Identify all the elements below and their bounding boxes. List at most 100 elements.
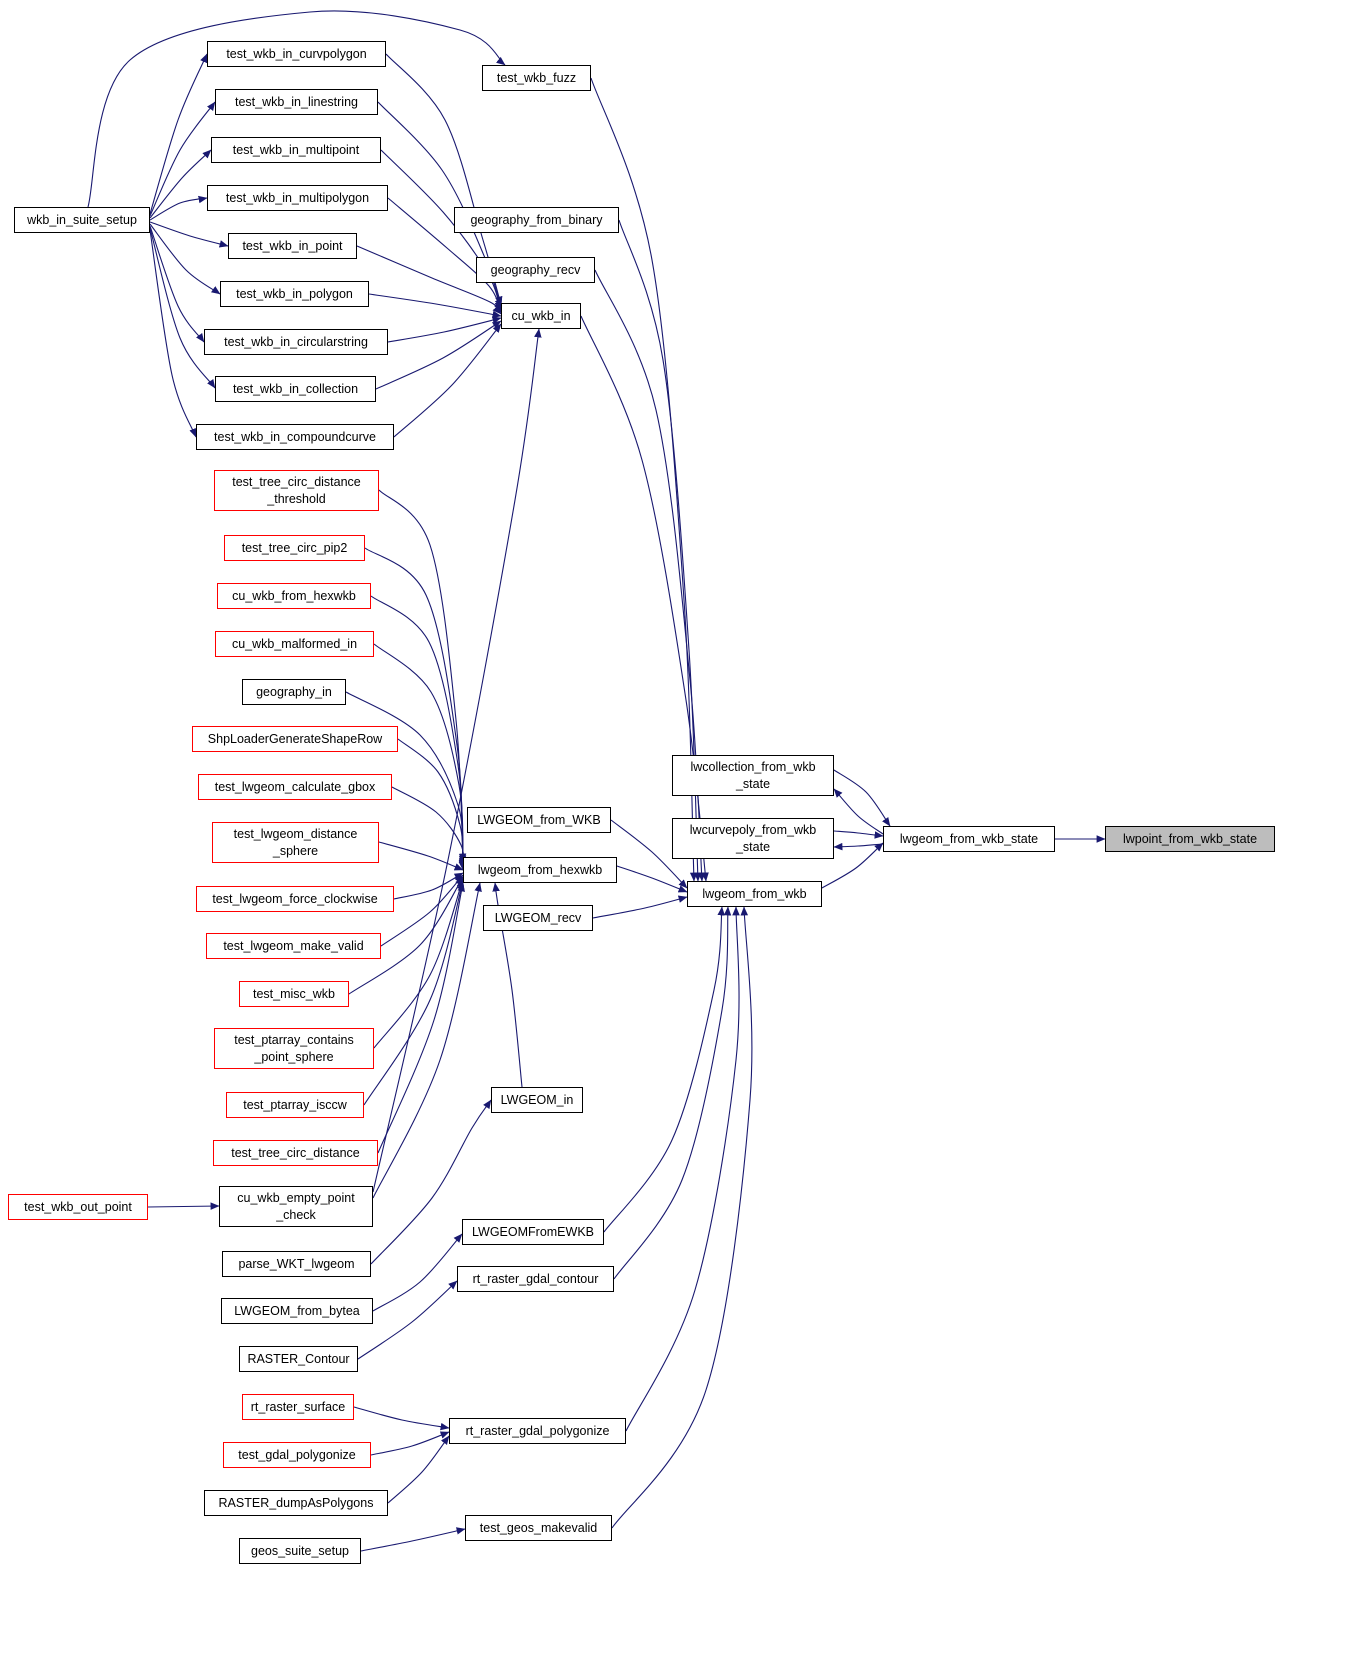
- node-lwgeom_from_wkb[interactable]: lwgeom_from_wkb: [687, 881, 822, 907]
- node-test_lwgeom_make_valid[interactable]: test_lwgeom_make_valid: [206, 933, 381, 959]
- node-label: LWGEOM_in: [500, 1092, 574, 1107]
- node-test_wkb_in_point[interactable]: test_wkb_in_point: [228, 233, 357, 259]
- edge-wkb_in_suite_setup-to-test_wkb_fuzz: [87, 10, 506, 208]
- node-test_geos_makevalid[interactable]: test_geos_makevalid: [465, 1515, 612, 1541]
- node-test_wkb_in_multipoint[interactable]: test_wkb_in_multipoint: [211, 137, 381, 163]
- edge-test_wkb_in_point-to-cu_wkb_in: [356, 245, 502, 315]
- edge-test_wkb_in_linestring-to-cu_wkb_in: [377, 101, 503, 309]
- node-test_tree_circ_distance_threshold[interactable]: test_tree_circ_distance _threshold: [214, 470, 379, 511]
- node-test_lwgeom_calculate_gbox[interactable]: test_lwgeom_calculate_gbox: [198, 774, 392, 800]
- node-label: test_misc_wkb: [253, 986, 335, 1001]
- node-label: test_wkb_in_circularstring: [224, 334, 368, 349]
- node-test_wkb_in_multipolygon[interactable]: test_wkb_in_multipolygon: [207, 185, 388, 211]
- edge-test_gdal_polygonize-to-rt_raster_gdal_polygonize: [370, 1431, 450, 1456]
- edge-wkb_in_suite_setup-to-test_wkb_in_curvpolygon: [149, 53, 208, 215]
- node-label: RASTER_Contour: [247, 1351, 350, 1366]
- node-test_misc_wkb[interactable]: test_misc_wkb: [239, 981, 349, 1007]
- edge-geos_suite_setup-to-test_geos_makevalid: [360, 1527, 466, 1552]
- node-test_gdal_polygonize[interactable]: test_gdal_polygonize: [223, 1442, 371, 1468]
- node-geography_in[interactable]: geography_in: [242, 679, 346, 705]
- node-label: test_wkb_in_linestring: [235, 94, 358, 109]
- edge-RASTER_Contour-to-rt_raster_gdal_contour: [357, 1280, 458, 1360]
- edge-LWGEOM_from_WKB-to-lwgeom_from_wkb: [610, 819, 688, 889]
- node-test_lwgeom_distance_sphere[interactable]: test_lwgeom_distance _sphere: [212, 822, 379, 863]
- node-test_ptarray_isccw[interactable]: test_ptarray_isccw: [226, 1092, 364, 1118]
- node-test_wkb_in_compoundcurve[interactable]: test_wkb_in_compoundcurve: [196, 424, 394, 450]
- node-label: test_wkb_out_point: [24, 1199, 132, 1214]
- node-ShpLoaderGenerateShapeRow[interactable]: ShpLoaderGenerateShapeRow: [192, 726, 398, 752]
- node-RASTER_dumpAsPolygons[interactable]: RASTER_dumpAsPolygons: [204, 1490, 388, 1516]
- node-geos_suite_setup[interactable]: geos_suite_setup: [239, 1538, 361, 1564]
- node-test_wkb_in_collection[interactable]: test_wkb_in_collection: [215, 376, 376, 402]
- node-label: geography_recv: [490, 262, 581, 277]
- node-lwgeom_from_hexwkb[interactable]: lwgeom_from_hexwkb: [463, 857, 617, 883]
- edge-lwgeom_from_wkb_state-to-lwcurvepoly_from_wkb_state: [833, 842, 884, 851]
- edge-parse_WKT_lwgeom-to-LWGEOM_in: [370, 1099, 492, 1265]
- node-label: test_lwgeom_distance _sphere: [233, 827, 358, 858]
- node-label: cu_wkb_malformed_in: [231, 636, 358, 651]
- node-test_tree_circ_distance[interactable]: test_tree_circ_distance: [213, 1140, 378, 1166]
- node-label: test_ptarray_contains _point_sphere: [234, 1033, 354, 1064]
- node-lwgeom_from_wkb_state[interactable]: lwgeom_from_wkb_state: [883, 826, 1055, 852]
- node-wkb_in_suite_setup[interactable]: wkb_in_suite_setup: [14, 207, 150, 233]
- node-label: rt_raster_gdal_polygonize: [465, 1423, 610, 1438]
- node-rt_raster_surface[interactable]: rt_raster_surface: [242, 1394, 354, 1420]
- node-label: test_tree_circ_pip2: [241, 540, 348, 555]
- node-label: test_lwgeom_calculate_gbox: [214, 779, 376, 794]
- node-cu_wkb_in[interactable]: cu_wkb_in: [501, 303, 581, 329]
- edge-wkb_in_suite_setup-to-test_wkb_in_circularstring: [149, 225, 205, 343]
- node-geography_from_binary[interactable]: geography_from_binary: [454, 207, 619, 233]
- edge-test_geos_makevalid-to-lwgeom_from_wkb: [611, 906, 753, 1529]
- node-label: lwgeom_from_hexwkb: [477, 862, 603, 877]
- node-LWGEOM_in[interactable]: LWGEOM_in: [491, 1087, 583, 1113]
- node-cu_wkb_malformed_in[interactable]: cu_wkb_malformed_in: [215, 631, 374, 657]
- edge-rt_raster_gdal_contour-to-lwgeom_from_wkb: [613, 906, 732, 1280]
- edge-LWGEOMFromEWKB-to-lwgeom_from_wkb: [603, 906, 725, 1233]
- edge-cu_wkb_malformed_in-to-lwgeom_from_hexwkb: [373, 643, 467, 868]
- node-parse_WKT_lwgeom[interactable]: parse_WKT_lwgeom: [222, 1251, 371, 1277]
- node-geography_recv[interactable]: geography_recv: [476, 257, 595, 283]
- node-label: LWGEOM_from_WKB: [477, 812, 601, 827]
- node-label: test_wkb_in_point: [242, 238, 343, 253]
- node-test_wkb_out_point[interactable]: test_wkb_out_point: [8, 1194, 148, 1220]
- node-rt_raster_gdal_polygonize[interactable]: rt_raster_gdal_polygonize: [449, 1418, 626, 1444]
- node-test_wkb_in_curvpolygon[interactable]: test_wkb_in_curvpolygon: [207, 41, 386, 67]
- node-lwcurvepoly_from_wkb_state[interactable]: lwcurvepoly_from_wkb _state: [672, 818, 834, 859]
- node-label: geography_from_binary: [470, 212, 603, 227]
- node-LWGEOM_from_bytea[interactable]: LWGEOM_from_bytea: [221, 1298, 373, 1324]
- node-test_tree_circ_pip2[interactable]: test_tree_circ_pip2: [224, 535, 365, 561]
- edge-test_ptarray_contains_point_sphere-to-lwgeom_from_hexwkb: [373, 878, 464, 1049]
- node-RASTER_Contour[interactable]: RASTER_Contour: [239, 1346, 358, 1372]
- node-label: cu_wkb_from_hexwkb: [232, 588, 356, 603]
- node-rt_raster_gdal_contour[interactable]: rt_raster_gdal_contour: [457, 1266, 614, 1292]
- node-label: rt_raster_gdal_contour: [472, 1271, 599, 1286]
- edge-rt_raster_gdal_polygonize-to-lwgeom_from_wkb: [625, 906, 740, 1432]
- node-label: LWGEOMFromEWKB: [472, 1224, 594, 1239]
- node-label: RASTER_dumpAsPolygons: [218, 1495, 374, 1510]
- node-LWGEOM_from_WKB[interactable]: LWGEOM_from_WKB: [467, 807, 611, 833]
- node-label: parse_WKT_lwgeom: [238, 1256, 355, 1271]
- edge-cu_wkb_in-to-lwgeom_from_wkb: [580, 315, 709, 882]
- node-lwcollection_from_wkb_state[interactable]: lwcollection_from_wkb _state: [672, 755, 834, 796]
- edge-lwgeom_from_wkb_state-to-lwcollection_from_wkb_state: [833, 788, 884, 835]
- node-test_wkb_fuzz[interactable]: test_wkb_fuzz: [482, 65, 591, 91]
- node-test_lwgeom_force_clockwise[interactable]: test_lwgeom_force_clockwise: [196, 886, 394, 912]
- node-test_wkb_in_circularstring[interactable]: test_wkb_in_circularstring: [204, 329, 388, 355]
- edge-LWGEOM_from_bytea-to-LWGEOMFromEWKB: [372, 1233, 463, 1312]
- node-cu_wkb_empty_point_check[interactable]: cu_wkb_empty_point _check: [219, 1186, 373, 1227]
- edge-lwcurvepoly_from_wkb_state-to-lwgeom_from_wkb_state: [833, 830, 884, 839]
- node-label: lwgeom_from_wkb: [702, 886, 807, 901]
- node-LWGEOM_recv[interactable]: LWGEOM_recv: [483, 905, 593, 931]
- edge-test_tree_circ_distance_threshold-to-lwgeom_from_hexwkb: [378, 489, 467, 863]
- edge-test_misc_wkb-to-lwgeom_from_hexwkb: [348, 876, 464, 995]
- edge-test_tree_circ_distance-to-lwgeom_from_hexwkb: [377, 882, 465, 1154]
- node-label: test_lwgeom_make_valid: [223, 938, 364, 953]
- node-LWGEOMFromEWKB[interactable]: LWGEOMFromEWKB: [462, 1219, 604, 1245]
- node-cu_wkb_from_hexwkb[interactable]: cu_wkb_from_hexwkb: [217, 583, 371, 609]
- node-label: lwgeom_from_wkb_state: [899, 831, 1039, 846]
- node-test_wkb_in_linestring[interactable]: test_wkb_in_linestring: [215, 89, 378, 115]
- node-test_ptarray_contains_point_sphere[interactable]: test_ptarray_contains _point_sphere: [214, 1028, 374, 1069]
- node-label: ShpLoaderGenerateShapeRow: [207, 731, 383, 746]
- node-test_wkb_in_polygon[interactable]: test_wkb_in_polygon: [220, 281, 369, 307]
